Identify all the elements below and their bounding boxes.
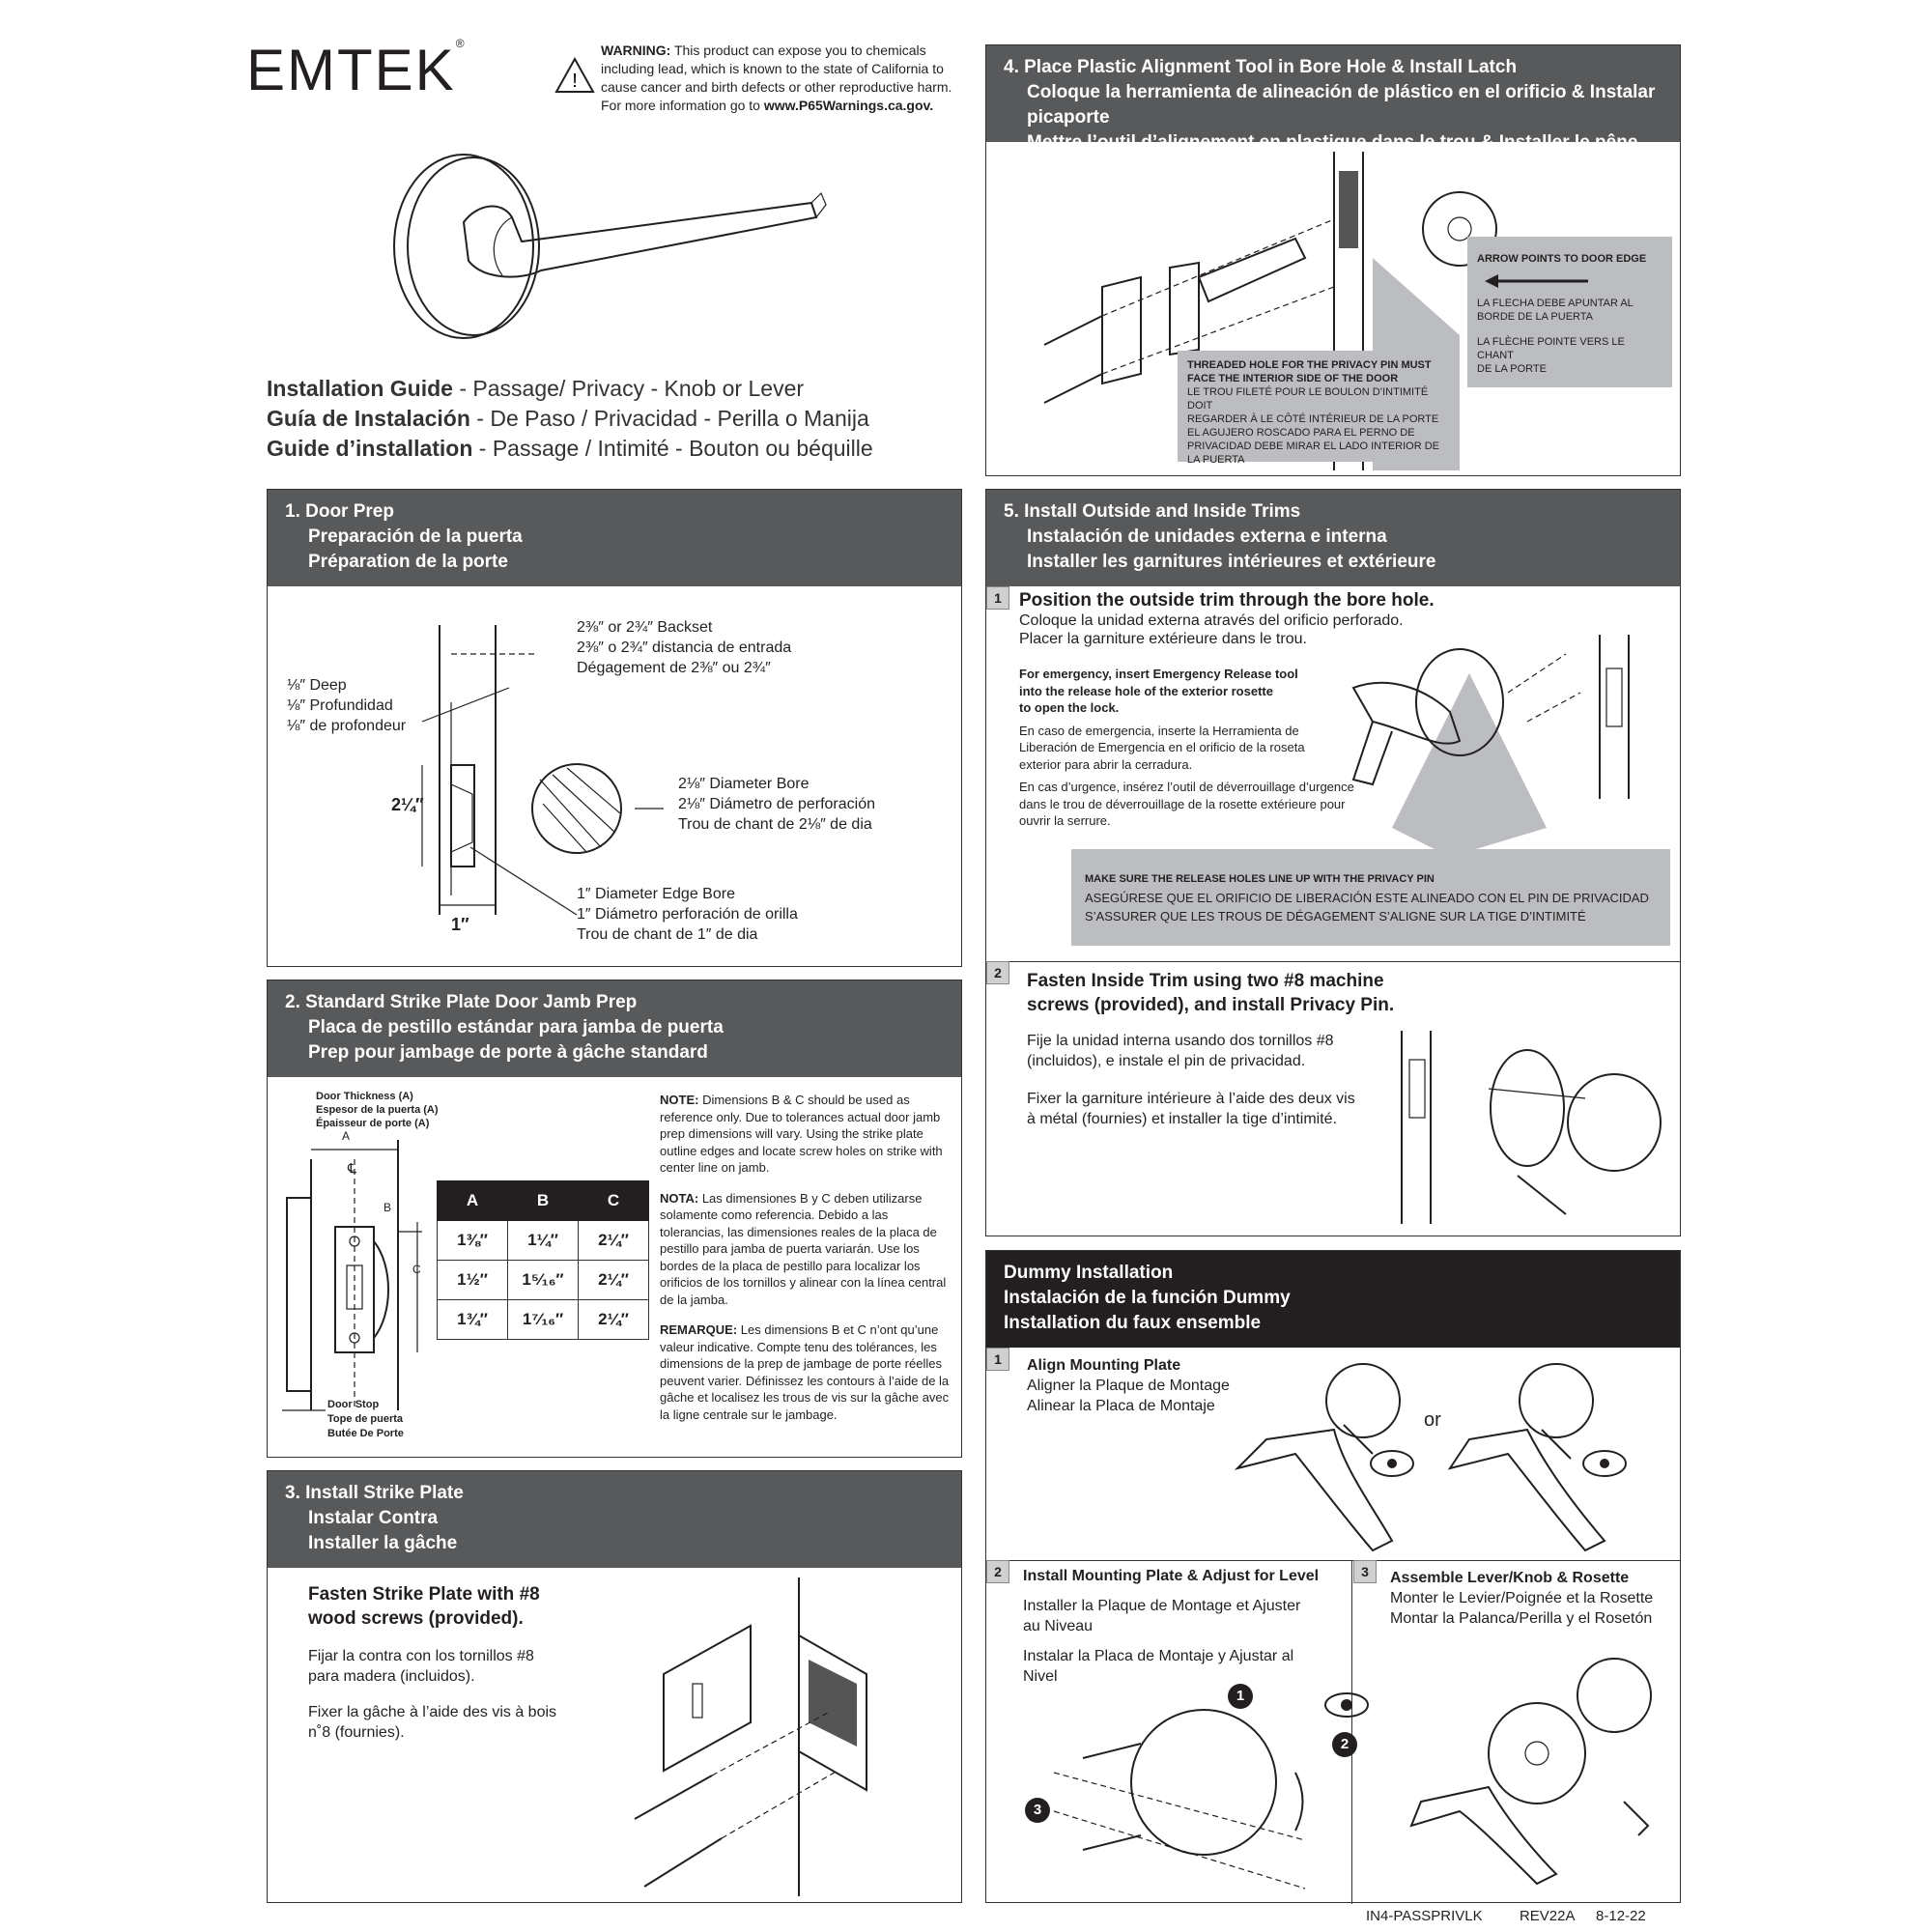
dummy-header: Dummy Installation Instalación de la fun… bbox=[986, 1251, 1680, 1348]
outside-trim-diagram bbox=[1351, 635, 1630, 857]
brand-logo: EMTEK® bbox=[246, 37, 467, 102]
step5-header: 5. Install Outside and Inside Trims Inst… bbox=[986, 490, 1680, 586]
step1-header: 1. Door Prep Preparación de la puerta Pr… bbox=[268, 490, 961, 586]
door-prep-diagram bbox=[421, 625, 664, 916]
step2-header: 2. Standard Strike Plate Door Jamb Prep … bbox=[268, 980, 961, 1077]
arrow-door-edge-note: ARROW POINTS TO DOOR EDGE LA FLECHA DEBE… bbox=[1467, 237, 1672, 387]
warning-triangle-icon: ! bbox=[554, 56, 595, 93]
width-dimension: 1″ bbox=[451, 915, 469, 934]
release-holes-note: MAKE SURE THE RELEASE HOLES LINE UP WITH… bbox=[1071, 849, 1670, 946]
or-label: or bbox=[1424, 1409, 1441, 1431]
footer: IN4-PASSPRIVLK REV22A 8-12-22 bbox=[1366, 1908, 1646, 1924]
height-dimension: 2¼″ bbox=[391, 795, 424, 814]
dummy-step-divider bbox=[1351, 1560, 1352, 1904]
substep-1-badge: 1 bbox=[986, 586, 1009, 610]
step2-strike-plate-prep: 2. Standard Strike Plate Door Jamb Prep … bbox=[267, 980, 962, 1458]
svg-text:!: ! bbox=[572, 71, 578, 92]
callout-1: 1 bbox=[1228, 1684, 1253, 1709]
door-thickness-label: Door Thickness (A)Espesor de la puerta (… bbox=[316, 1091, 439, 1129]
step4-install-latch: 4. Place Plastic Alignment Tool in Bore … bbox=[985, 44, 1681, 476]
emergency-release-text: For emergency, insert Emergency Release … bbox=[1019, 667, 1354, 828]
dim-b-label: B bbox=[384, 1201, 392, 1214]
align-plate-diagram-b bbox=[1447, 1363, 1627, 1552]
strike-jamb-diagram bbox=[282, 1140, 422, 1411]
callout-2: 2 bbox=[1332, 1732, 1357, 1757]
guide-title: Installation Guide - Passage/ Privacy - … bbox=[267, 376, 873, 461]
dummy-divider-1 bbox=[986, 1560, 1680, 1561]
center-line-label: ℄ bbox=[348, 1160, 356, 1176]
substep-1-text: Position the outside trim through the bo… bbox=[1019, 590, 1435, 647]
step3-header: 3. Install Strike Plate Instalar Contra … bbox=[268, 1471, 961, 1568]
step4-header: 4. Place Plastic Alignment Tool in Bore … bbox=[986, 45, 1680, 153]
strike-plate-install-diagram bbox=[634, 1577, 867, 1896]
step3-install-strike: 3. Install Strike Plate Instalar Contra … bbox=[267, 1470, 962, 1903]
assemble-lever-diagram bbox=[1409, 1658, 1652, 1886]
dummy-step3-text: Assemble Lever/Knob & Rosette Monter le … bbox=[1390, 1570, 1654, 1627]
substep-2-badge: 2 bbox=[986, 961, 1009, 984]
dim-c-label: C bbox=[412, 1263, 421, 1276]
inside-trim-diagram bbox=[1401, 1031, 1662, 1224]
step5-install-trims: 5. Install Outside and Inside Trims Inst… bbox=[985, 489, 1681, 1236]
dim-a-label: A bbox=[342, 1129, 351, 1143]
lever-handle-illustration bbox=[393, 154, 827, 339]
mounting-plate-diagram bbox=[1053, 1709, 1306, 1889]
substep-divider bbox=[986, 961, 1680, 962]
step2-notes: NOTE: Dimensions B & C should be used as… bbox=[660, 1093, 950, 1422]
step1-door-prep: 1. Door Prep Preparación de la puerta Pr… bbox=[267, 489, 962, 967]
dummy-step3-badge: 3 bbox=[1353, 1560, 1377, 1583]
dummy-step1-badge: 1 bbox=[986, 1348, 1009, 1371]
dummy-step1-text: Align Mounting Plate Aligner la Plaque d… bbox=[1027, 1357, 1230, 1414]
arrow-left-icon bbox=[1485, 274, 1588, 288]
eye-icon bbox=[1324, 1692, 1369, 1718]
dummy-step2-text: Install Mounting Plate & Adjust for Leve… bbox=[1023, 1568, 1320, 1685]
dummy-installation: Dummy Installation Instalación de la fun… bbox=[985, 1250, 1681, 1904]
align-plate-diagram-a bbox=[1234, 1363, 1414, 1552]
warning-text: WARNING: This product can expose you to … bbox=[601, 43, 952, 113]
step3-instructions: Fasten Strike Plate with #8 wood screws … bbox=[308, 1584, 557, 1741]
dummy-step2-badge: 2 bbox=[986, 1560, 1009, 1583]
substep-2-text: Fasten Inside Trim using two #8 machine … bbox=[1027, 971, 1395, 1127]
callout-3: 3 bbox=[1025, 1798, 1050, 1823]
